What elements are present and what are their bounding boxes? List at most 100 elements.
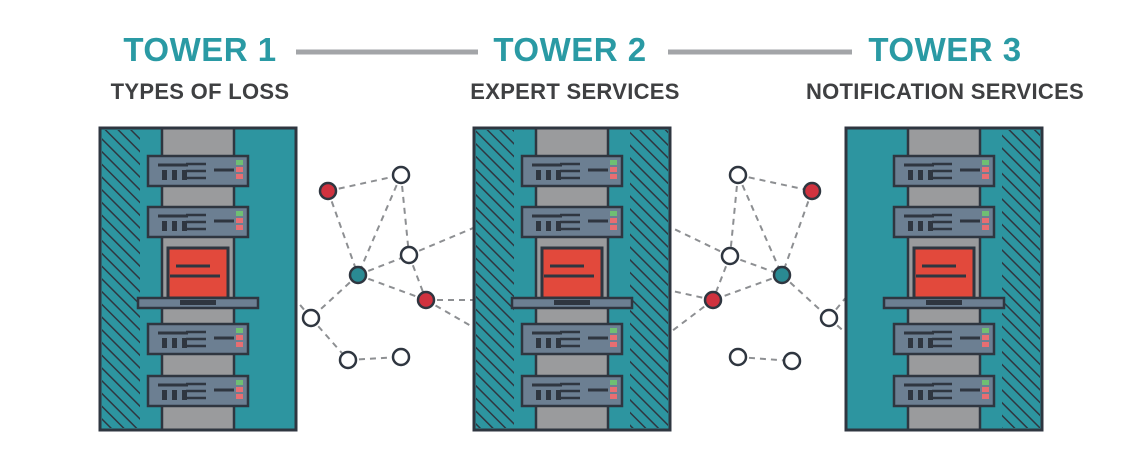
tower-3-title: TOWER 3	[868, 31, 1022, 68]
network-edge	[357, 174, 402, 276]
server-slot	[556, 390, 561, 400]
server-slot	[182, 338, 187, 348]
server-slot	[918, 170, 923, 180]
status-light-icon	[236, 328, 243, 333]
network-node-icon	[391, 347, 411, 367]
status-light-icon	[982, 342, 989, 347]
laptop-monitor-icon	[540, 246, 604, 300]
network-graph	[295, 165, 849, 371]
server-slot	[928, 170, 933, 180]
network-node-icon	[802, 181, 822, 201]
status-light-icon	[610, 394, 617, 399]
rack-side-panel	[102, 130, 140, 428]
server-slot	[928, 390, 933, 400]
server-slot	[928, 338, 933, 348]
network-node-icon	[772, 265, 792, 285]
status-light-icon	[610, 218, 617, 223]
status-light-icon	[610, 225, 617, 230]
network-edge	[357, 274, 427, 301]
status-light-icon	[610, 328, 617, 333]
rack-side-panel	[476, 130, 514, 428]
status-light-icon	[236, 160, 243, 165]
tower-1-subtitle: TYPES OF LOSS	[110, 79, 290, 104]
status-light-icon	[982, 174, 989, 179]
server-slot	[546, 170, 551, 180]
status-light-icon	[982, 328, 989, 333]
laptop-monitor-icon	[166, 246, 230, 300]
status-light-icon	[982, 211, 989, 216]
server-slot	[172, 390, 177, 400]
status-light-icon	[610, 335, 617, 340]
tower-3-rack	[844, 126, 1044, 432]
status-light-icon	[982, 380, 989, 385]
network-edge	[781, 190, 813, 276]
status-light-icon	[982, 225, 989, 230]
server-slot	[182, 221, 187, 231]
tower-3-subtitle: NOTIFICATION SERVICES	[805, 79, 1085, 104]
status-light-icon	[982, 387, 989, 392]
laptop-trackpad	[926, 300, 962, 305]
rack-outline	[98, 126, 298, 432]
rack-outline	[472, 126, 672, 432]
network-edge	[408, 254, 427, 301]
network-edge	[667, 289, 714, 301]
server-slot	[172, 221, 177, 231]
network-node-icon	[728, 165, 748, 185]
tower-1-rack	[98, 126, 298, 432]
status-light-icon	[236, 387, 243, 392]
status-light-icon	[610, 211, 617, 216]
network-edge	[327, 174, 402, 192]
server-slot	[162, 170, 167, 180]
status-light-icon	[236, 218, 243, 223]
server-slot	[546, 338, 551, 348]
server-slot	[162, 221, 167, 231]
laptop-trackpad	[180, 300, 216, 305]
status-light-icon	[982, 160, 989, 165]
server-slot	[162, 338, 167, 348]
network-node-icon	[819, 308, 839, 328]
status-light-icon	[236, 225, 243, 230]
server-slot	[908, 221, 913, 231]
rack-side-panel	[1002, 130, 1040, 428]
server-slot	[536, 221, 541, 231]
status-light-icon	[610, 342, 617, 347]
status-light-icon	[610, 167, 617, 172]
network-node-icon	[318, 181, 338, 201]
status-light-icon	[236, 342, 243, 347]
network-edge	[327, 190, 359, 276]
network-node-icon	[728, 347, 748, 367]
status-light-icon	[236, 174, 243, 179]
tower-2-subtitle: EXPERT SERVICES	[470, 79, 680, 104]
server-slot	[182, 390, 187, 400]
network-edge	[408, 225, 479, 256]
server-slot	[182, 170, 187, 180]
network-node-icon	[348, 265, 368, 285]
server-slot	[556, 338, 561, 348]
rack-side-panel	[630, 130, 668, 428]
server-slot	[546, 390, 551, 400]
network-edge	[310, 274, 359, 319]
tower-2-rack	[472, 126, 672, 432]
server-slot	[928, 221, 933, 231]
network-edge	[737, 174, 783, 276]
tower-1-title: TOWER 1	[123, 31, 277, 68]
network-node-icon	[391, 165, 411, 185]
laptop-trackpad	[554, 300, 590, 305]
status-light-icon	[610, 160, 617, 165]
server-slot	[546, 221, 551, 231]
status-light-icon	[236, 335, 243, 340]
status-light-icon	[982, 167, 989, 172]
server-slot	[908, 170, 913, 180]
status-light-icon	[236, 167, 243, 172]
status-light-icon	[610, 174, 617, 179]
status-light-icon	[982, 335, 989, 340]
status-light-icon	[610, 387, 617, 392]
network-edge	[712, 255, 731, 301]
network-node-icon	[782, 351, 802, 371]
network-edge	[781, 274, 830, 319]
status-light-icon	[610, 380, 617, 385]
network-node-icon	[720, 246, 740, 266]
network-edge	[400, 174, 410, 256]
network-edge	[729, 174, 739, 257]
server-slot	[918, 221, 923, 231]
